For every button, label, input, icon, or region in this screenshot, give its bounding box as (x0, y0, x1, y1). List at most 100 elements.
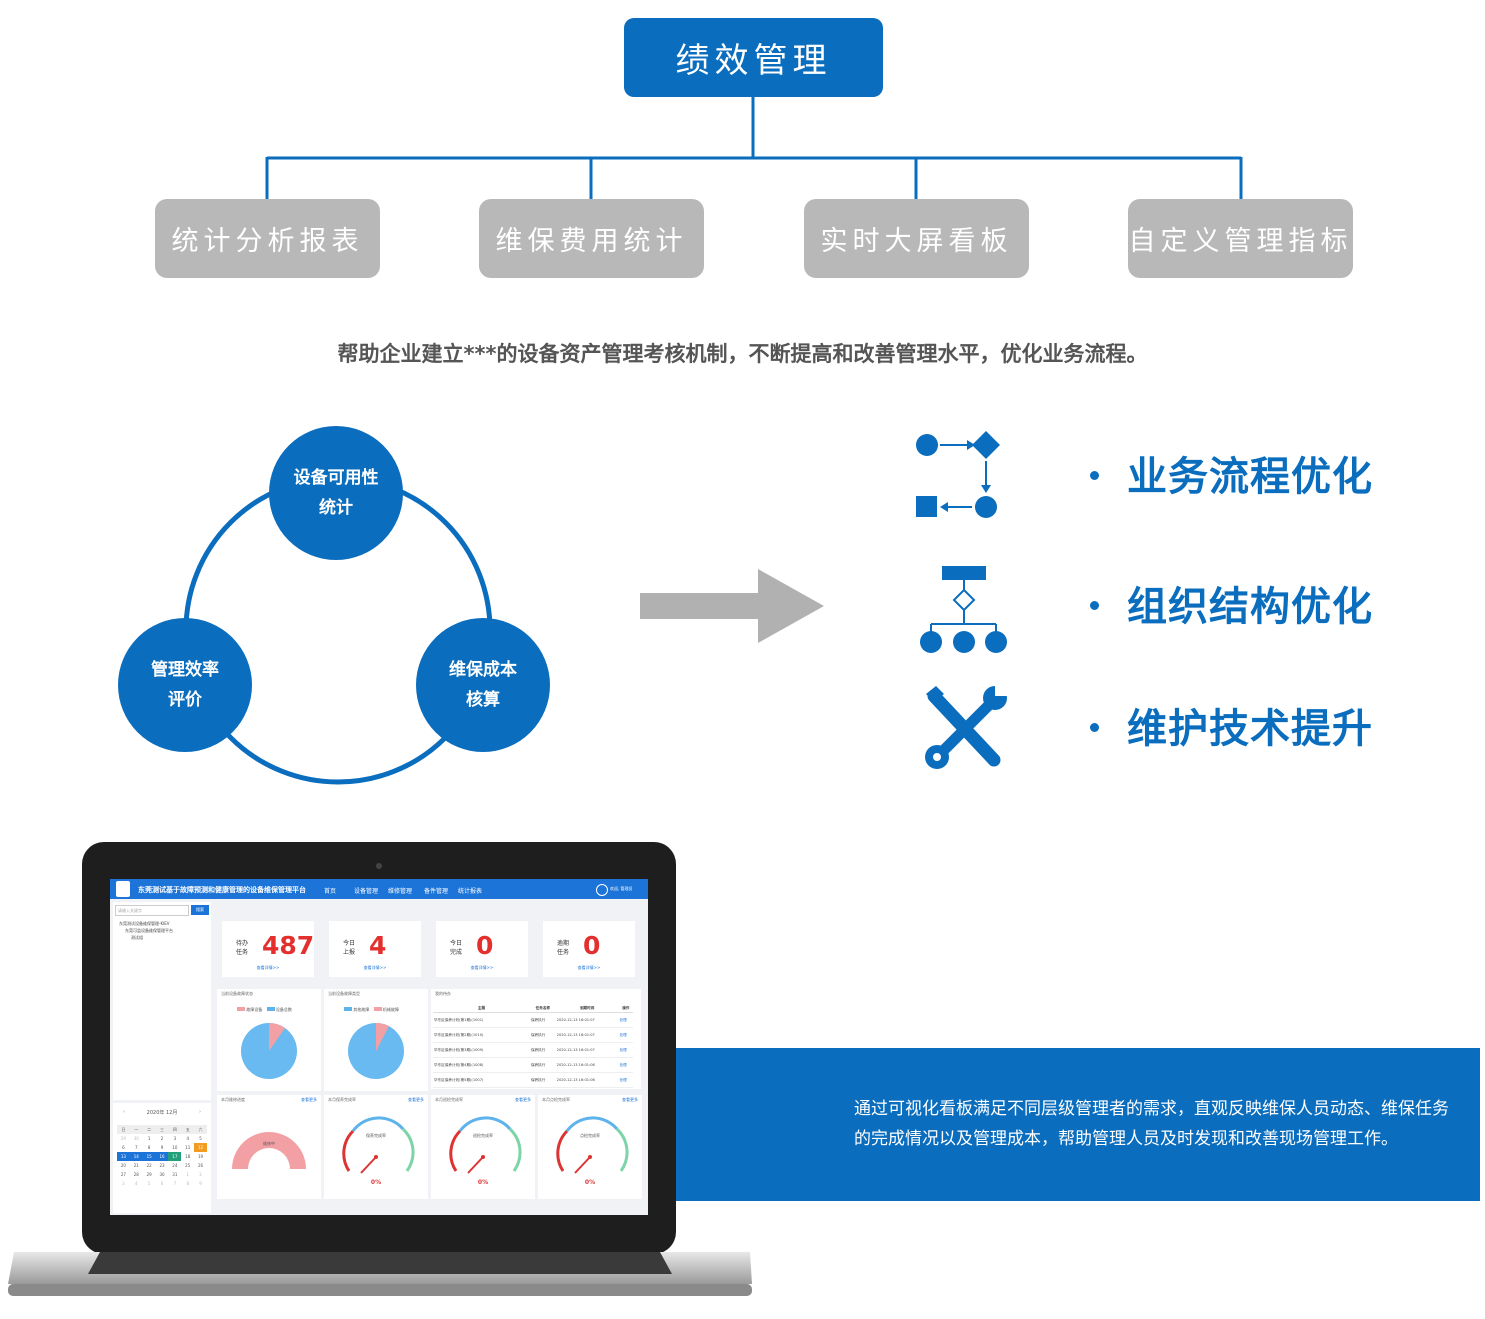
pie-panel-status: 当前设备故障状态 故障设备 设备总数 (217, 989, 321, 1091)
calendar-day[interactable]: 20 (120, 1163, 126, 1168)
nav-home[interactable]: 首页 (324, 888, 337, 895)
search-input[interactable]: 请输入关键字 (115, 905, 189, 916)
calendar-day[interactable]: 23 (159, 1163, 165, 1168)
calendar-day[interactable]: 8 (147, 1145, 151, 1150)
user-name[interactable]: 欢迎, 管理员 (610, 886, 633, 891)
calendar-day[interactable]: 4 (186, 1136, 189, 1141)
arrow-right-icon (640, 569, 824, 643)
view-more-link[interactable]: 查看更多 (301, 1097, 317, 1102)
nav-repair[interactable]: 维修管理 (388, 888, 413, 895)
cycle-node-availability: 设备可用性 统计 (269, 426, 403, 560)
row-action-link[interactable]: 处理 (619, 1063, 627, 1067)
calendar-day[interactable]: 2 (160, 1136, 164, 1141)
calendar-day[interactable]: 30 (159, 1172, 165, 1177)
calendar-day[interactable]: 22 (146, 1163, 152, 1168)
calendar-day[interactable]: 12 (194, 1143, 207, 1152)
calendar-day[interactable]: 7 (173, 1181, 177, 1186)
calendar-day[interactable]: 17 (168, 1152, 182, 1161)
gauge-label: 维修中 (263, 1141, 275, 1146)
calendar-day[interactable]: 25 (185, 1163, 191, 1168)
cycle-node-efficiency: 管理效率 评价 (118, 618, 252, 752)
pie-legend: 其他故障 机械故障 (344, 1007, 399, 1013)
calendar-day[interactable]: 13 (117, 1152, 130, 1161)
stat-card-pending[interactable]: 待办任务 487 查看详情>> (222, 921, 314, 977)
calendar-day[interactable]: 1 (147, 1136, 151, 1141)
table-cell: 2020-12-13 16:01:06 (556, 1063, 595, 1067)
gauge-panel-title: 本月点检完成率 (542, 1097, 570, 1102)
user-avatar-icon[interactable] (596, 884, 608, 896)
calendar-day[interactable]: 4 (135, 1181, 138, 1186)
dashboard-navbar: 东莞测试基于故障预测和健康管理的设备维保管理平台 首页 设备管理 维修管理 备件… (110, 879, 648, 899)
view-more-link[interactable]: 查看更多 (515, 1097, 531, 1102)
outcome-process: 业务流程优化 (1090, 444, 1373, 502)
calendar-day[interactable]: 14 (129, 1152, 143, 1161)
calendar-day[interactable]: 27 (120, 1172, 126, 1177)
calendar-day[interactable]: 28 (133, 1172, 139, 1177)
calendar-day[interactable]: 3 (122, 1181, 125, 1186)
tree-child-cost-stat: 维保费用统计 (479, 199, 704, 278)
calendar-day[interactable]: 16 (155, 1152, 169, 1161)
row-action-link[interactable]: 处理 (619, 1048, 627, 1052)
view-more-link[interactable]: 查看更多 (408, 1097, 424, 1102)
calendar-day[interactable]: 6 (122, 1145, 125, 1150)
table-cell: 华东区保养计划(第3期)(1009) (434, 1048, 484, 1052)
calendar-day[interactable]: 5 (147, 1181, 151, 1186)
calendar-weekday: 二 (142, 1125, 156, 1134)
calendar-day[interactable]: 10 (172, 1145, 178, 1150)
search-button[interactable]: 搜索 (191, 905, 209, 915)
tree-child-dashboard: 实时大屏看板 (804, 199, 1029, 278)
calendar-day[interactable]: 15 (142, 1152, 156, 1161)
gauge-panel-title: 本月巡检完成率 (435, 1097, 463, 1102)
row-action-link[interactable]: 处理 (619, 1033, 627, 1037)
calendar-day[interactable]: 9 (199, 1181, 202, 1186)
nav-reports[interactable]: 统计报表 (458, 888, 483, 895)
calendar-day[interactable]: 29 (146, 1172, 152, 1177)
calendar-next-icon[interactable]: › (199, 1109, 201, 1115)
gauge-chart (556, 1116, 629, 1174)
stat-card-reported[interactable]: 今日上报 4 查看详情>> (329, 921, 421, 977)
stat-card-completed[interactable]: 今日完成 0 查看详情>> (436, 921, 528, 977)
calendar-day[interactable]: 19 (198, 1154, 204, 1159)
calendar-day[interactable]: 31 (172, 1172, 178, 1177)
table-cell: 保养执行 (531, 1033, 546, 1037)
calendar-day[interactable]: 24 (172, 1163, 178, 1168)
calendar-day[interactable]: 6 (160, 1181, 164, 1186)
gauge-label: 巡检完成率 (473, 1133, 493, 1138)
calendar-day[interactable]: 8 (186, 1181, 189, 1186)
app-title: 东莞测试基于故障预测和健康管理的设备维保管理平台 (138, 886, 306, 894)
calendar-day[interactable]: 21 (133, 1163, 139, 1168)
view-more-link[interactable]: 查看更多 (622, 1097, 638, 1102)
nav-parts[interactable]: 备件管理 (424, 888, 449, 895)
table-header: 操作 (622, 1006, 630, 1010)
calendar-day[interactable]: 1 (186, 1172, 189, 1177)
calendar-day[interactable]: 30 (133, 1136, 139, 1141)
table-cell: 2020-12-13 16:01:06 (556, 1078, 595, 1082)
tree-item[interactable]: 东莞测试设备维保管理-KIEV (119, 921, 170, 926)
calendar-day[interactable]: 5 (199, 1136, 202, 1141)
calendar-day[interactable]: 29 (120, 1136, 126, 1141)
sidebar-tree: 请输入关键字 搜索 东莞测试设备维保管理-KIEV 东莞可监设备维保管理平台 测… (113, 902, 211, 1100)
row-action-link[interactable]: 处理 (619, 1018, 627, 1022)
tree-item[interactable]: 东莞可监设备维保管理平台 (125, 928, 173, 933)
calendar-prev-icon[interactable]: ‹ (123, 1109, 125, 1115)
calendar-day[interactable]: 7 (135, 1145, 138, 1150)
calendar-day[interactable]: 9 (160, 1145, 164, 1150)
gauge-label: 点检完成率 (580, 1133, 600, 1138)
calendar-day[interactable]: 2 (199, 1172, 202, 1177)
calendar-day[interactable]: 3 (173, 1136, 177, 1141)
calendar-day[interactable]: 26 (198, 1163, 204, 1168)
bullet-dot (1090, 722, 1099, 732)
row-action-link[interactable]: 处理 (619, 1078, 627, 1082)
tree-item[interactable]: 测试组 (131, 935, 143, 940)
table-cell: 保养执行 (531, 1048, 546, 1052)
gauge-panel-title: 本月维修进度 (221, 1097, 245, 1102)
cycle-node-cost: 维保成本 核算 (416, 618, 550, 752)
calendar-day[interactable]: 11 (185, 1145, 191, 1150)
calendar-day[interactable]: 18 (185, 1154, 191, 1159)
stat-card-overdue[interactable]: 逾期任务 0 查看详情>> (543, 921, 635, 977)
nav-equipment[interactable]: 设备管理 (354, 888, 379, 895)
